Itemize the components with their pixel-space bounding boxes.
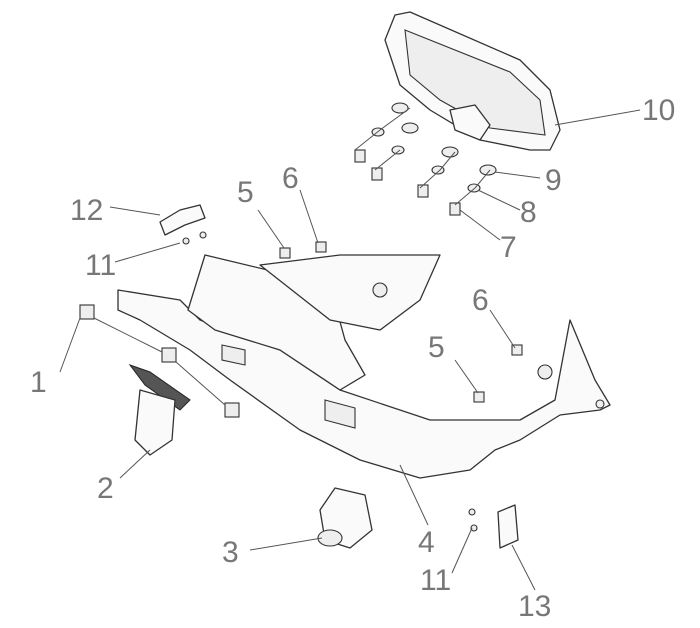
- part-4-front-frame: [117, 254, 611, 479]
- screws-5-6: [279, 241, 523, 403]
- part-10-instrument-panel: [384, 11, 561, 151]
- callout-6: 6: [282, 162, 299, 195]
- callout-6b: 6: [472, 284, 489, 317]
- callout-1: 1: [30, 366, 47, 399]
- callout-5: 5: [237, 176, 254, 209]
- callout-12: 12: [70, 194, 103, 227]
- part-2-switch: [128, 363, 191, 456]
- part-1-clips: [79, 304, 240, 418]
- callout-2: 2: [97, 472, 114, 505]
- callout-9: 9: [545, 164, 562, 197]
- callout-4: 4: [418, 526, 435, 559]
- fastener-group-7-8-9: [354, 102, 497, 216]
- part-13-bracket: [468, 504, 519, 549]
- callout-3: 3: [222, 536, 239, 569]
- part-3-socket: [317, 487, 373, 549]
- callout-11b: 11: [420, 564, 451, 597]
- callout-11: 11: [85, 249, 116, 282]
- callout-5b: 5: [428, 331, 445, 364]
- callout-10: 10: [642, 94, 675, 127]
- leader-lines: [59, 109, 641, 591]
- callout-7: 7: [500, 231, 517, 264]
- callout-8: 8: [520, 196, 537, 229]
- callout-13: 13: [518, 590, 551, 623]
- part-12-bracket: [159, 204, 207, 245]
